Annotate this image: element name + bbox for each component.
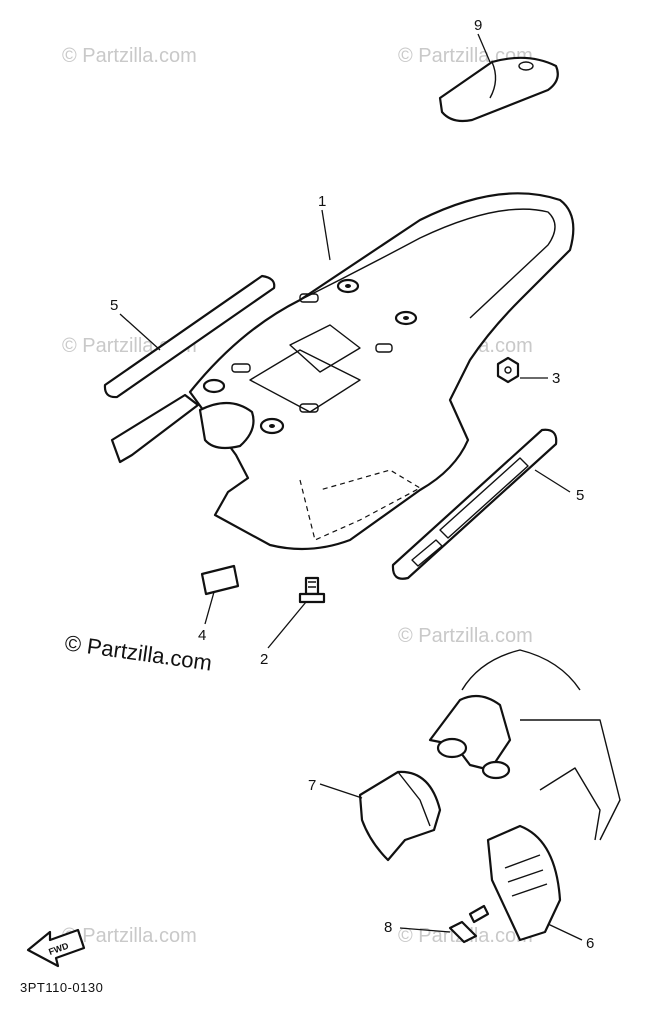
callout-5-right: 5 [576, 487, 584, 504]
fwd-arrow-icon: FWD [26, 928, 86, 968]
callout-2: 2 [260, 651, 268, 668]
callout-6: 6 [586, 935, 594, 952]
part-2-bolt [298, 576, 326, 604]
watermark: © Partzilla.com [398, 625, 533, 647]
callout-5-left: 5 [110, 297, 118, 314]
callout-8: 8 [384, 919, 392, 936]
part-7-heel-guard [358, 770, 442, 862]
part-5-pad-left [103, 274, 276, 399]
part-9-cover [438, 56, 559, 123]
leader-lines [119, 33, 583, 941]
part-3-nut [496, 356, 520, 384]
callout-1: 1 [318, 193, 326, 210]
part-5-pad-right [391, 428, 558, 580]
watermark: © Partzilla.com [62, 925, 197, 947]
callout-3: 3 [552, 370, 560, 387]
part-6-slotted-guard [486, 824, 562, 942]
callout-7: 7 [308, 777, 316, 794]
part-code: 3PT110-0130 [20, 980, 103, 995]
watermark: © Partzilla.com [62, 45, 197, 67]
frame-section [428, 649, 621, 841]
part-4-small-pad [200, 564, 240, 596]
part-1-rear-fender [110, 192, 575, 551]
part-8-screw [448, 904, 490, 944]
callout-9: 9 [474, 17, 482, 34]
partzilla-watermark: © Partzilla.com [63, 630, 213, 675]
callout-4: 4 [198, 627, 206, 644]
callouts: 9 1 3 5 5 4 2 7 8 6 [110, 17, 594, 952]
